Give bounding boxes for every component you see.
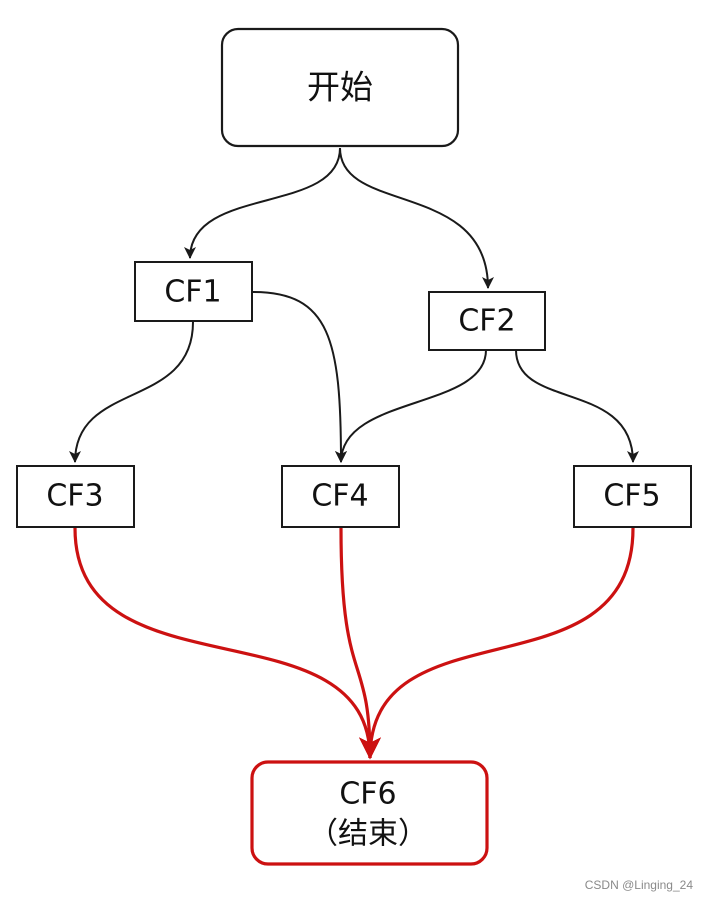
node-cf2: CF2 [428,291,546,351]
node-cf4: CF4 [281,465,400,528]
node-end: CF6 （结束） [250,760,489,866]
node-cf5-label: CF5 [603,479,660,514]
node-cf2-label: CF2 [458,304,515,339]
edge-cf2-cf5 [515,349,639,463]
edge-start-cf2 [339,147,494,289]
node-cf3-label: CF3 [46,479,103,514]
edge-cf2-cf4 [335,349,487,463]
node-start-label: 开始 [307,68,373,107]
node-end-label-line1: CF6 [339,777,396,812]
node-cf5: CF5 [573,465,692,528]
edge-cf4-cf6 [339,527,381,760]
edge-cf3-cf6 [73,527,381,760]
node-cf4-label: CF4 [311,479,368,514]
edge-start-cf1 [184,147,341,259]
edge-cf1-cf3 [69,321,194,463]
node-cf1: CF1 [134,261,253,322]
edge-cf1-cf4 [252,291,347,463]
node-start: 开始 [220,27,460,148]
node-end-label-line2: （结束） [308,817,428,852]
node-cf3: CF3 [16,465,135,528]
watermark: CSDN @Linging_24 [584,878,693,892]
node-cf1-label: CF1 [164,275,221,310]
edge-cf5-cf6 [359,527,635,760]
